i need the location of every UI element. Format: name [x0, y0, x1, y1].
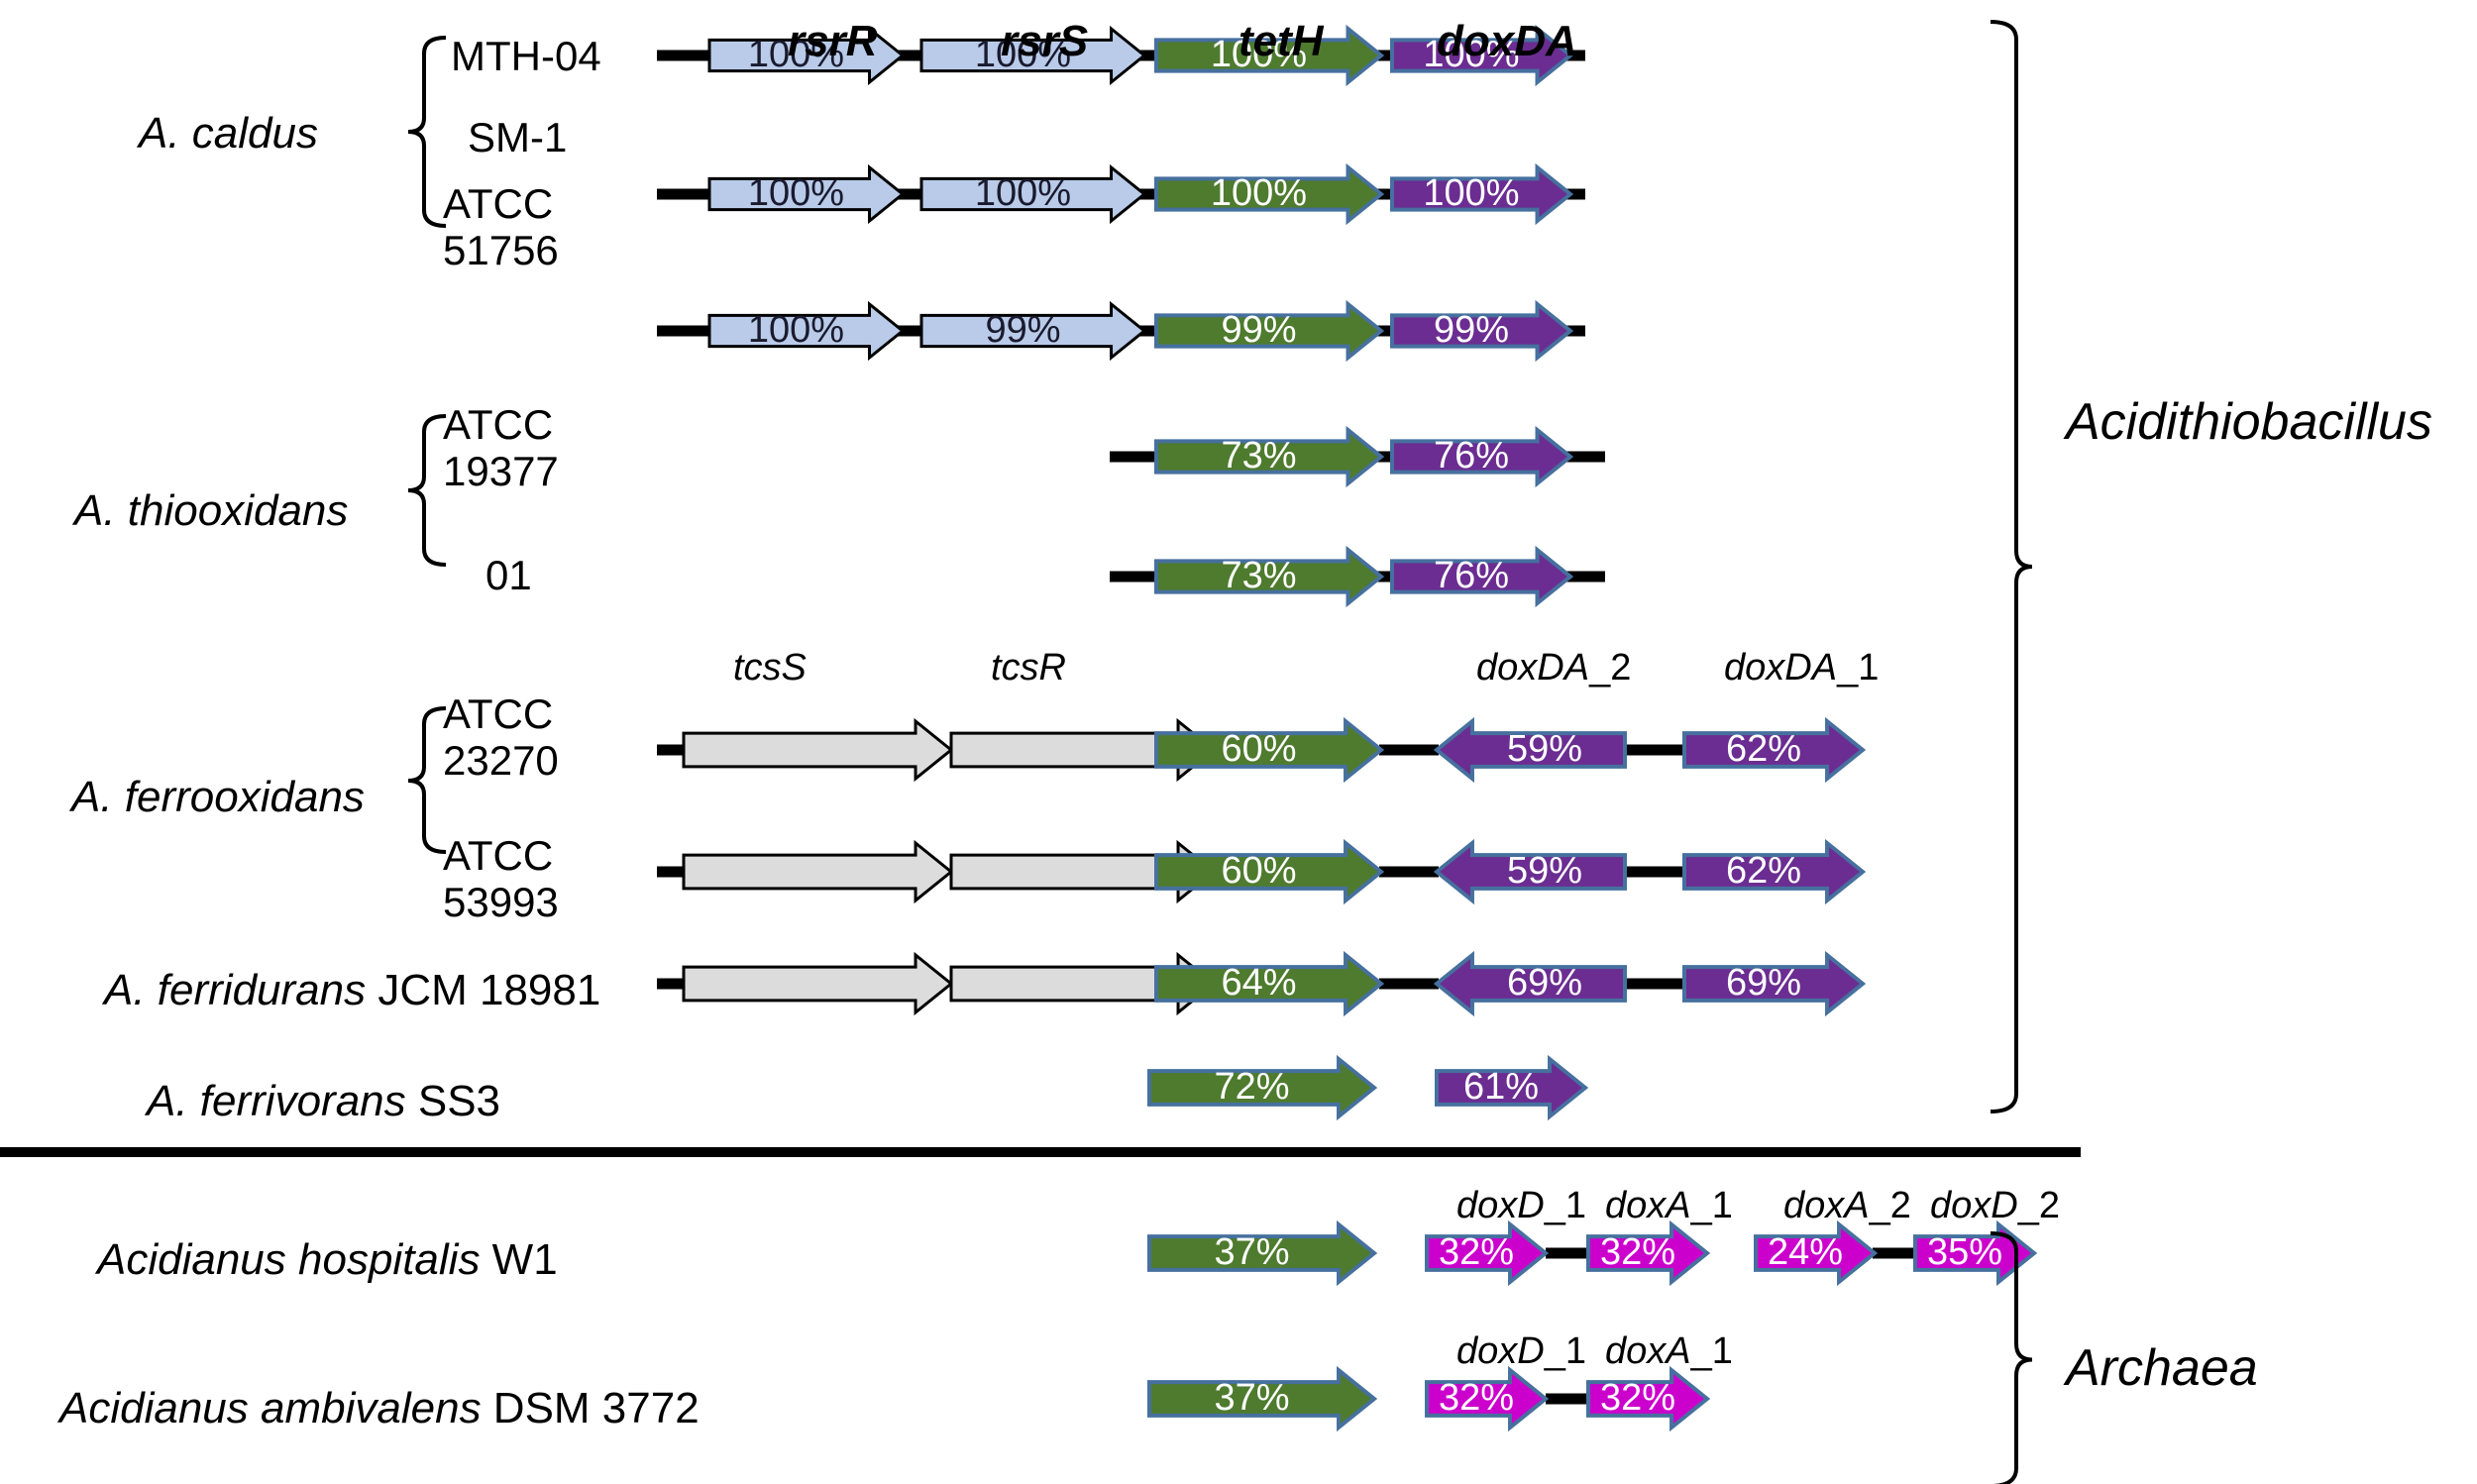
gene-identity-percent-row-atcc-19377-tetH: 73% [1221, 435, 1297, 477]
strain-bracket-a-thiooxidans [407, 414, 447, 567]
gene-identity-percent-row-atcc-51756-doxDA: 99% [1433, 309, 1510, 352]
strain-label-atcc-19377-line2: 19377 [443, 448, 559, 494]
gene-identity-percent-row-atcc-23270-tetH: 60% [1221, 728, 1297, 771]
gene-label-rsrS: rsrS [1001, 17, 1089, 65]
strain-name-acidianus-ambivalens: DSM 3772 [481, 1384, 700, 1432]
gene-identity-percent-row-atcc-51756-rsrR: 100% [747, 309, 845, 352]
gene-identity-percent-row-ferrivorans-doxDA_1: 61% [1462, 1066, 1540, 1109]
strain-label-atcc-53993-line1: ATCC [443, 832, 554, 879]
domain-divider-line [0, 1147, 2081, 1157]
gene-identity-percent-row-sm-1-rsrR: 100% [747, 172, 845, 215]
species-name-a-caldus: A. caldus [139, 109, 318, 158]
strain-label-atcc-23270-line2: 23270 [443, 737, 559, 784]
gene-label-doxA_2: doxA_2 [1783, 1185, 1911, 1226]
gene-label-tcsS: tcsS [733, 647, 807, 689]
gene-identity-percent-row-atcc-51756-rsrS: 99% [985, 309, 1061, 352]
gene-identity-percent-row-mth-04-rsrS: 100% [974, 34, 1072, 76]
strain-bracket-a-ferrooxidans [407, 706, 447, 854]
gene-label-doxD_2: doxD_2 [1930, 1185, 2060, 1226]
gene-identity-percent-row-mth-04-doxDA: 100% [1423, 34, 1520, 76]
gene-identity-percent-row-sm-1-doxDA: 100% [1423, 172, 1520, 215]
domain-bracket-acidithiobacillus [1990, 20, 2033, 1113]
gene-identity-percent-row-sm-1-tetH: 100% [1210, 172, 1308, 215]
gene-identity-percent-row-01-tetH: 73% [1221, 555, 1297, 597]
gene-arrow-tcsS[interactable] [682, 839, 954, 904]
gene-label-doxD_1b: doxD_1 [1456, 1330, 1586, 1372]
gene-identity-percent-row-atcc-53993-tetH: 60% [1221, 850, 1297, 893]
gene-identity-percent-row-atcc-19377-doxDA: 76% [1433, 435, 1510, 477]
gene-label-doxA_1: doxA_1 [1605, 1185, 1733, 1226]
gene-identity-percent-row-atcc-51756-tetH: 99% [1221, 309, 1297, 352]
strain-bracket-a-caldus [407, 36, 447, 228]
gene-identity-percent-row-hospitalis-doxD_1: 32% [1438, 1231, 1515, 1274]
species-name-a-ferrooxidans: A. ferrooxidans [71, 773, 365, 821]
gene-identity-percent-row-atcc-53993-doxDA_1: 62% [1725, 850, 1802, 893]
domain-label-acidithiobacillus: Acidithiobacillus [2066, 393, 2432, 451]
gene-label-doxA_1b: doxA_1 [1605, 1330, 1733, 1372]
strain-label-atcc-51756-line2: 51756 [443, 227, 559, 273]
gene-identity-percent-row-ferridurans-tetH: 64% [1221, 962, 1297, 1005]
strain-name-acidianus-hospitalis: W1 [480, 1235, 558, 1284]
gene-label-doxDA_2: doxDA_2 [1476, 647, 1632, 689]
gene-identity-percent-row-ferridurans-doxDA_1: 69% [1725, 962, 1802, 1005]
gene-identity-percent-row-ferrivorans-tetH: 72% [1214, 1066, 1290, 1109]
strain-label-atcc-53993-line2: 53993 [443, 879, 559, 925]
gene-identity-percent-row-hospitalis-doxD_2: 35% [1926, 1231, 2003, 1274]
strain-label-atcc-23270-line1: ATCC [443, 690, 554, 737]
species-name-a-ferridurans: A. ferridurans [104, 966, 367, 1014]
species-name-acidianus-ambivalens: Acidianus ambivalens [59, 1384, 482, 1432]
gene-identity-percent-row-01-doxDA: 76% [1433, 555, 1510, 597]
gene-label-tcsR: tcsR [991, 647, 1066, 689]
species-name-a-thiooxidans: A. thiooxidans [74, 486, 349, 535]
gene-identity-percent-row-ambivalens-doxA_1: 32% [1599, 1377, 1676, 1420]
gene-identity-percent-row-hospitalis-doxA_1: 32% [1599, 1231, 1676, 1274]
gene-identity-percent-row-ferridurans-doxDA_2: 69% [1506, 962, 1583, 1005]
strain-label-atcc-19377-line1: ATCC [443, 401, 554, 448]
gene-identity-percent-row-ambivalens-doxD_1: 32% [1438, 1377, 1515, 1420]
gene-identity-percent-row-mth-04-tetH: 100% [1210, 34, 1308, 76]
gene-arrow-tcsS[interactable] [682, 951, 954, 1016]
gene-label-doxD_1: doxD_1 [1456, 1185, 1586, 1226]
strain-label-01: 01 [485, 552, 532, 598]
domain-label-archaea: Archaea [2066, 1339, 2258, 1397]
gene-arrow-tcsS[interactable] [682, 717, 954, 783]
gene-label-doxDA_1: doxDA_1 [1724, 647, 1880, 689]
strain-label-mth-04: MTH-04 [451, 33, 601, 79]
gene-identity-percent-row-atcc-23270-doxDA_1: 62% [1725, 728, 1802, 771]
gene-label-rsrR: rsrR [788, 17, 878, 65]
species-label-a-caldus: A. caldus [139, 112, 318, 156]
species-label-a-ferridurans: A. ferridurans JCM 18981 [104, 969, 600, 1012]
gene-identity-percent-row-sm-1-rsrS: 100% [974, 172, 1072, 215]
species-label-acidianus-hospitalis: Acidianus hospitalis W1 [97, 1238, 558, 1282]
gene-identity-percent-row-atcc-23270-doxDA_2: 59% [1506, 728, 1583, 771]
gene-identity-percent-row-hospitalis-doxA_2: 24% [1767, 1231, 1844, 1274]
gene-label-tetH: tetH [1238, 17, 1324, 65]
species-label-a-ferrivorans: A. ferrivorans SS3 [147, 1080, 500, 1123]
gene-identity-percent-row-mth-04-rsrR: 100% [747, 34, 845, 76]
species-label-a-thiooxidans: A. thiooxidans [74, 489, 348, 533]
gene-label-doxDA: doxDA [1437, 17, 1577, 65]
strain-name-a-ferridurans: JCM 18981 [366, 966, 601, 1014]
species-label-a-ferrooxidans: A. ferrooxidans [71, 776, 365, 819]
species-name-a-ferrivorans: A. ferrivorans [147, 1077, 406, 1125]
species-label-acidianus-ambivalens: Acidianus ambivalens DSM 3772 [59, 1387, 700, 1431]
gene-identity-percent-row-hospitalis-tetH: 37% [1214, 1231, 1290, 1274]
gene-identity-percent-row-ambivalens-tetH: 37% [1214, 1377, 1290, 1420]
strain-name-a-ferrivorans: SS3 [405, 1077, 501, 1125]
strain-label-sm-1: SM-1 [468, 114, 568, 160]
gene-identity-percent-row-atcc-53993-doxDA_2: 59% [1506, 850, 1583, 893]
species-name-acidianus-hospitalis: Acidianus hospitalis [97, 1235, 481, 1284]
strain-label-atcc-51756-line1: ATCC [443, 180, 554, 227]
